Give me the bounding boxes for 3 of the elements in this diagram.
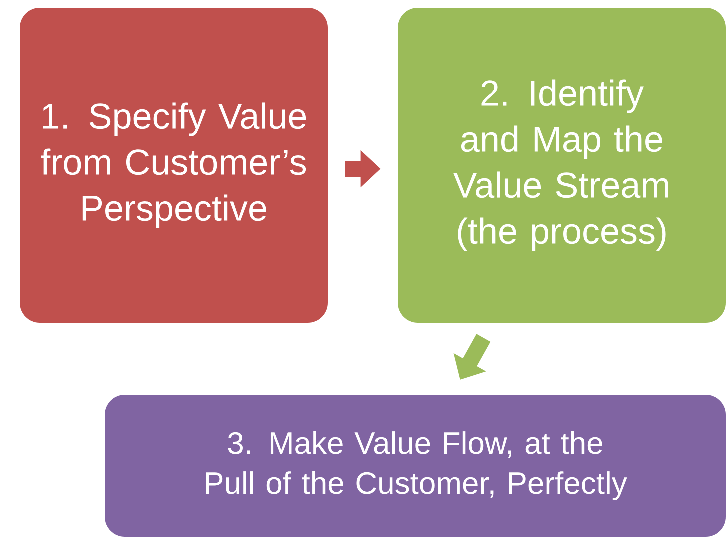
step-box: 2. Identify and Map the Value Stream (the process) <box>398 8 726 323</box>
step-box: 3. Make Value Flow, at the Pull of the Customer, Perfectly <box>105 395 726 537</box>
step-box: 1. Specify Value from Customer’s Perspective <box>20 8 328 323</box>
